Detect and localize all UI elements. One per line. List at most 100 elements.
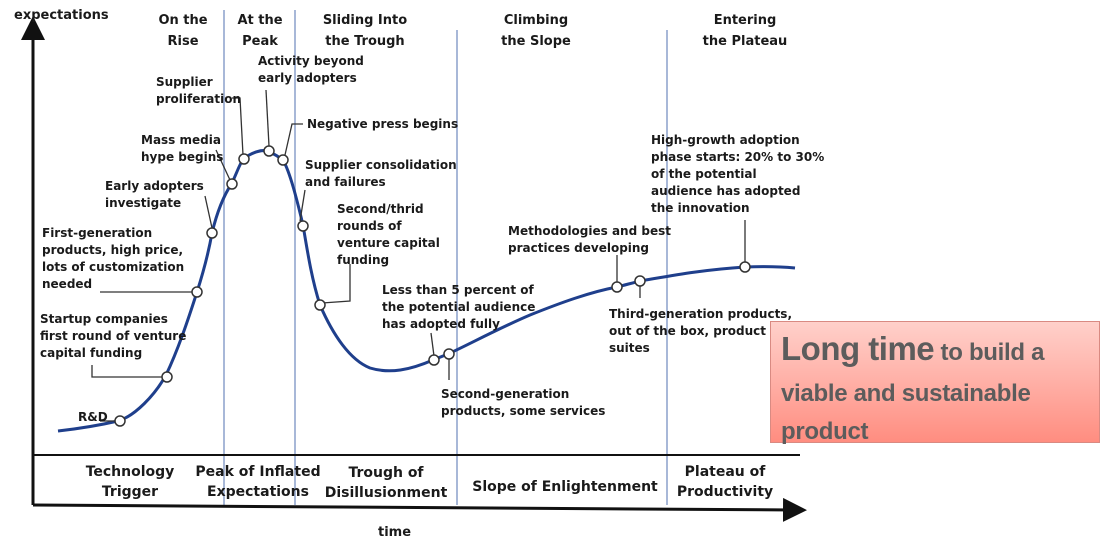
leader-supplier-consol bbox=[299, 189, 306, 222]
point-rd bbox=[114, 415, 126, 427]
annotation-negative-line1: Negative press begins bbox=[307, 117, 458, 131]
callout-big-text: Long time bbox=[781, 330, 935, 367]
phase-bottom-4-line1: Slope of Enlightenment bbox=[472, 479, 658, 495]
annotation-first-gen-line1: First-generation bbox=[42, 226, 152, 240]
point-second-gen bbox=[443, 348, 455, 360]
annotation-rd: R&D bbox=[78, 410, 108, 424]
callout-small-text-1: to build a bbox=[934, 339, 1045, 366]
leader-mass-media bbox=[215, 149, 231, 181]
leader-activity bbox=[265, 89, 270, 147]
milestone-points bbox=[114, 145, 751, 427]
leader-supplier-prolif bbox=[232, 97, 244, 156]
point-mass-media bbox=[226, 178, 238, 190]
annotation-startup-line1: Startup companies bbox=[40, 312, 168, 326]
annotation-third-gen-line2: out of the box, product bbox=[609, 324, 766, 338]
phase-bottom-3-line2: Disillusionment bbox=[325, 485, 448, 501]
phase-labels-top: On the Rise At the Peak Sliding Into the… bbox=[158, 13, 787, 49]
annotation-less-5-line3: has adopted fully bbox=[382, 317, 500, 331]
phase-bottom-5-line2: Productivity bbox=[677, 484, 773, 500]
annotation-second-third-line4: funding bbox=[337, 253, 389, 267]
phase-bottom-3-line1: Trough of bbox=[348, 465, 424, 481]
annotation-first-gen-line2: products, high price, bbox=[42, 243, 183, 257]
point-early-adopters bbox=[206, 227, 218, 239]
annotation-third-gen-line3: suites bbox=[609, 341, 650, 355]
annotation-methodologies-line2: practices developing bbox=[508, 241, 649, 255]
phase-top-1-line1: On the bbox=[158, 13, 207, 28]
phase-bottom-2-line2: Expectations bbox=[207, 484, 309, 500]
annotation-supplier-prolif-line2: proliferation bbox=[156, 92, 241, 106]
point-third-gen bbox=[634, 275, 646, 287]
annotation-second-gen-line1: Second-generation bbox=[441, 387, 569, 401]
callout-small-text-2: viable and sustainable bbox=[781, 380, 1031, 407]
annotation-supplier-consol: Supplier consolidation and failures bbox=[305, 158, 461, 189]
annotation-less-5: Less than 5 percent of the potential aud… bbox=[382, 283, 540, 331]
annotation-methodologies-line1: Methodologies and best bbox=[508, 224, 671, 238]
annotation-supplier-consol-line1: Supplier consolidation bbox=[305, 158, 457, 172]
annotation-second-third: Second/thrid rounds of venture capital f… bbox=[337, 202, 444, 267]
callout-box: Long time to build a viable and sustaina… bbox=[770, 321, 1100, 445]
point-second-third bbox=[314, 299, 326, 311]
annotations: R&D Startup companies first round of ven… bbox=[40, 54, 828, 424]
annotation-third-gen: Third-generation products, out of the bo… bbox=[609, 307, 796, 355]
phase-labels-bottom: Technology Trigger Peak of Inflated Expe… bbox=[86, 464, 773, 501]
annotation-high-growth-line5: the innovation bbox=[651, 201, 750, 215]
annotation-first-gen-line3: lots of customization bbox=[42, 260, 184, 274]
annotation-mass-media-line1: Mass media bbox=[141, 133, 221, 147]
phase-bottom-5-line1: Plateau of bbox=[685, 464, 767, 480]
annotation-early-adopters: Early adopters investigate bbox=[105, 179, 208, 210]
point-supplier-prolif bbox=[238, 153, 250, 165]
callout-line-1: Long time to build a bbox=[781, 330, 1089, 375]
annotation-high-growth: High-growth adoption phase starts: 20% t… bbox=[651, 133, 828, 215]
leader-startup bbox=[91, 365, 162, 378]
annotation-high-growth-line2: phase starts: 20% to 30% bbox=[651, 150, 824, 164]
annotation-negative: Negative press begins bbox=[307, 117, 458, 131]
annotation-second-third-line3: venture capital bbox=[337, 236, 440, 250]
annotation-first-gen: First-generation products, high price, l… bbox=[42, 226, 188, 291]
annotation-activity: Activity beyond early adopters bbox=[258, 54, 368, 85]
annotation-second-third-line2: rounds of bbox=[337, 219, 402, 233]
leader-early-adopters bbox=[204, 195, 213, 229]
point-negative bbox=[277, 154, 289, 166]
point-high-growth bbox=[739, 261, 751, 273]
point-supplier-consol bbox=[297, 220, 309, 232]
annotation-activity-line1: Activity beyond bbox=[258, 54, 364, 68]
point-first-gen bbox=[191, 286, 203, 298]
phase-top-3-line1: Sliding Into bbox=[323, 13, 407, 28]
annotation-less-5-line2: the potential audience bbox=[382, 300, 535, 314]
annotation-first-gen-line4: needed bbox=[42, 277, 92, 291]
annotation-early-adopters-line2: investigate bbox=[105, 196, 181, 210]
point-startup bbox=[161, 371, 173, 383]
annotation-startup-line2: first round of venture bbox=[40, 329, 186, 343]
annotation-high-growth-line4: audience has adopted bbox=[651, 184, 800, 198]
y-axis-label: expectations bbox=[14, 8, 109, 23]
annotation-supplier-prolif-line1: Supplier bbox=[156, 75, 213, 89]
leader-second-third bbox=[321, 264, 351, 304]
annotation-second-gen: Second-generation products, some service… bbox=[441, 387, 605, 418]
point-methodologies bbox=[611, 281, 623, 293]
point-less-5 bbox=[428, 354, 440, 366]
phase-top-1-line2: Rise bbox=[167, 34, 198, 49]
annotation-less-5-line1: Less than 5 percent of bbox=[382, 283, 534, 297]
annotation-third-gen-line1: Third-generation products, bbox=[609, 307, 792, 321]
phase-top-2-line1: At the bbox=[237, 13, 282, 28]
phase-top-2-line2: Peak bbox=[242, 34, 278, 49]
phase-top-3-line2: the Trough bbox=[325, 34, 404, 49]
annotation-second-third-line1: Second/thrid bbox=[337, 202, 424, 216]
annotation-early-adopters-line1: Early adopters bbox=[105, 179, 204, 193]
leader-lines bbox=[91, 89, 746, 422]
phase-top-4-line1: Climbing bbox=[504, 13, 568, 28]
annotation-startup: Startup companies first round of venture… bbox=[40, 312, 191, 360]
phase-top-5-line2: the Plateau bbox=[703, 34, 788, 49]
annotation-high-growth-line1: High-growth adoption bbox=[651, 133, 800, 147]
annotation-startup-line3: capital funding bbox=[40, 346, 142, 360]
annotation-rd-line1: R&D bbox=[78, 410, 108, 424]
annotation-high-growth-line3: of the potential bbox=[651, 167, 757, 181]
time-axis-arrow bbox=[32, 497, 807, 522]
annotation-mass-media: Mass media hype begins bbox=[141, 133, 225, 164]
annotation-supplier-consol-line2: and failures bbox=[305, 175, 386, 189]
phase-bottom-1-line2: Trigger bbox=[102, 484, 158, 500]
leader-negative bbox=[284, 123, 303, 156]
callout-small-text-3: product bbox=[781, 418, 869, 445]
x-axis-label: time bbox=[378, 525, 411, 540]
